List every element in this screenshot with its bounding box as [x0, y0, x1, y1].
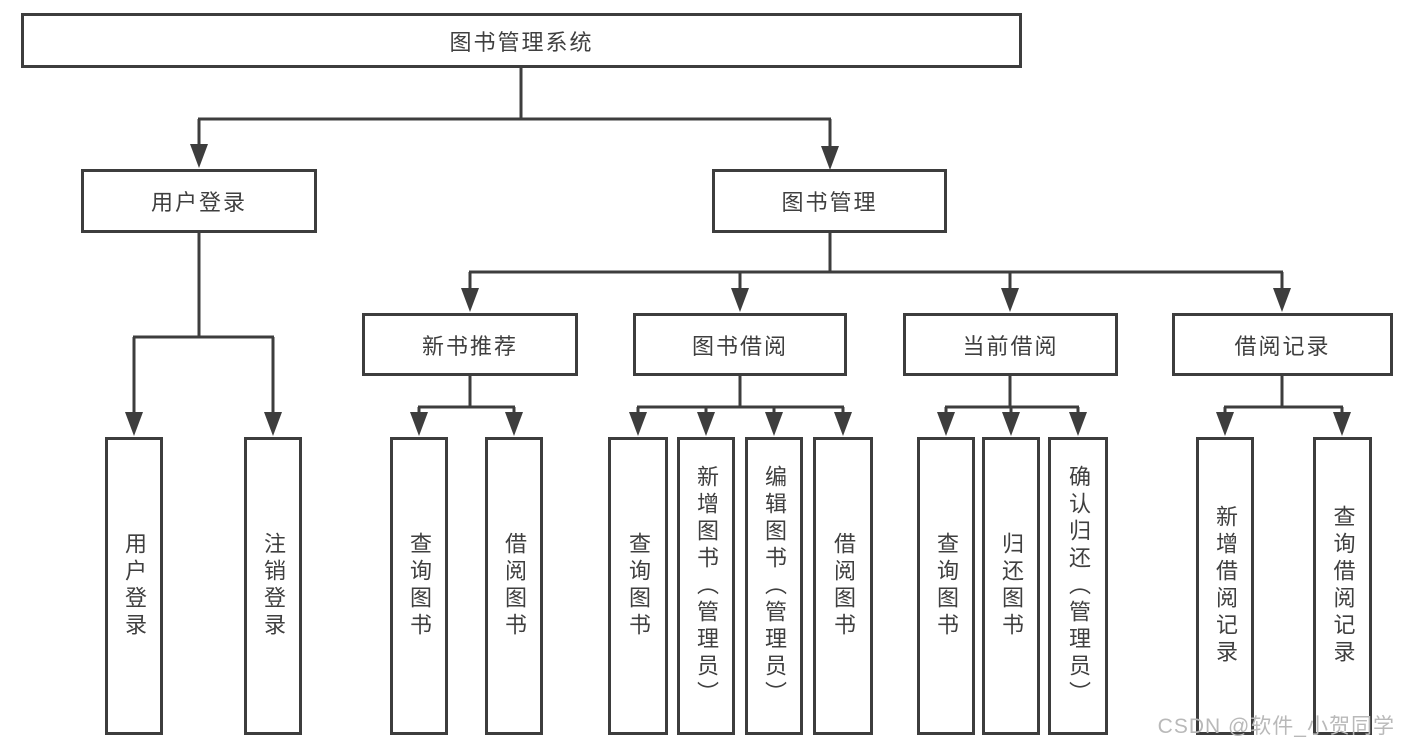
leaf-current-confirm-return-admin-label: 确认归还（管理员）: [1066, 464, 1091, 708]
connector-lines: [132, 66, 1344, 415]
leaf-current-confirm-return-admin: 确认归还（管理员）: [1048, 437, 1108, 735]
leaf-logout: 注销登录: [244, 437, 302, 735]
leaf-current-query-books-label: 查询图书: [934, 532, 959, 640]
leaf-logout-label: 注销登录: [261, 532, 286, 640]
leaf-borrow-borrow-books: 借阅图书: [813, 437, 873, 735]
node-library-management-system: 图书管理系统: [21, 13, 1022, 68]
leaf-borrow-add-books-admin: 新增图书（管理员）: [677, 437, 735, 735]
node-borrow-record: 借阅记录: [1172, 313, 1393, 376]
leaf-newbook-query-books-label: 查询图书: [407, 532, 432, 640]
leaf-record-add-borrow-record-label: 新增借阅记录: [1213, 505, 1238, 667]
leaf-borrow-edit-books-admin: 编辑图书（管理员）: [745, 437, 803, 735]
node-current-borrow: 当前借阅: [903, 313, 1118, 376]
leaf-borrow-query-books: 查询图书: [608, 437, 668, 735]
leaf-current-query-books: 查询图书: [917, 437, 975, 735]
leaf-borrow-borrow-books-label: 借阅图书: [831, 532, 856, 640]
node-new-book-recommend: 新书推荐: [362, 313, 578, 376]
node-user-login: 用户登录: [81, 169, 317, 233]
leaf-borrow-add-books-admin-label: 新增图书（管理员）: [694, 464, 719, 708]
leaf-record-query-borrow-record-label: 查询借阅记录: [1330, 505, 1356, 667]
arrowheads: [125, 144, 1351, 436]
leaf-current-return-books: 归还图书: [982, 437, 1040, 735]
leaf-user-login-label: 用户登录: [122, 532, 147, 640]
leaf-user-login: 用户登录: [105, 437, 163, 735]
leaf-record-query-borrow-record: 查询借阅记录: [1313, 437, 1372, 735]
leaf-record-add-borrow-record: 新增借阅记录: [1196, 437, 1254, 735]
leaf-borrow-query-books-label: 查询图书: [626, 532, 651, 640]
leaf-newbook-borrow-books-label: 借阅图书: [502, 532, 527, 640]
leaf-newbook-query-books: 查询图书: [390, 437, 448, 735]
node-book-management: 图书管理: [712, 169, 947, 233]
leaf-borrow-edit-books-admin-label: 编辑图书（管理员）: [762, 464, 787, 708]
csdn-watermark: CSDN @软件_小贺同学: [1157, 715, 1395, 738]
node-book-borrow: 图书借阅: [633, 313, 847, 376]
leaf-current-return-books-label: 归还图书: [999, 532, 1024, 640]
leaf-newbook-borrow-books: 借阅图书: [485, 437, 543, 735]
